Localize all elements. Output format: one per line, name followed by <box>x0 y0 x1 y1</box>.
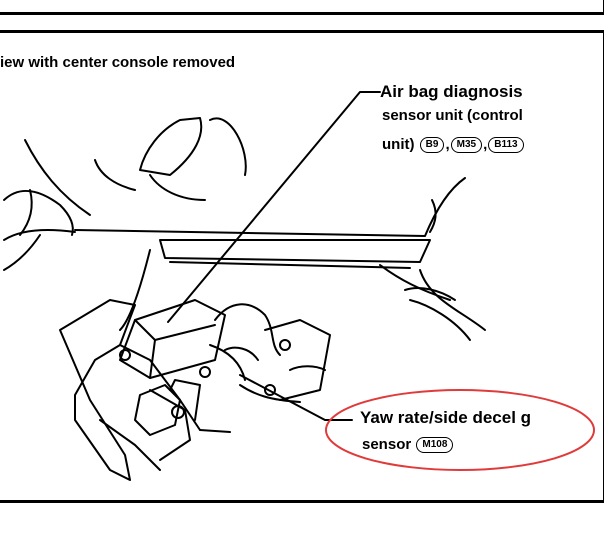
yaw-sensor-label-line2: sensor M108 <box>362 436 454 454</box>
yaw-sensor-label-prefix: sensor <box>362 436 412 453</box>
connector-b113: B113 <box>488 137 524 154</box>
diagram-caption: iew with center console removed <box>0 54 236 71</box>
connector-m108: M108 <box>416 437 454 454</box>
yaw-sensor-label-line1: Yaw rate/side decel g <box>360 408 532 427</box>
highlight-ellipse <box>325 389 595 471</box>
connector-m35: M35 <box>450 137 483 154</box>
airbag-unit-label-line1: Air bag diagnosis <box>380 82 523 101</box>
airbag-unit-label-prefix: unit) <box>382 136 415 153</box>
airbag-unit-label-line2: sensor unit (control <box>382 107 523 124</box>
connector-b9: B9 <box>419 137 445 154</box>
diagram-frame <box>0 30 604 503</box>
airbag-unit-label-line3: unit) B9,M35,B113 <box>382 136 525 154</box>
